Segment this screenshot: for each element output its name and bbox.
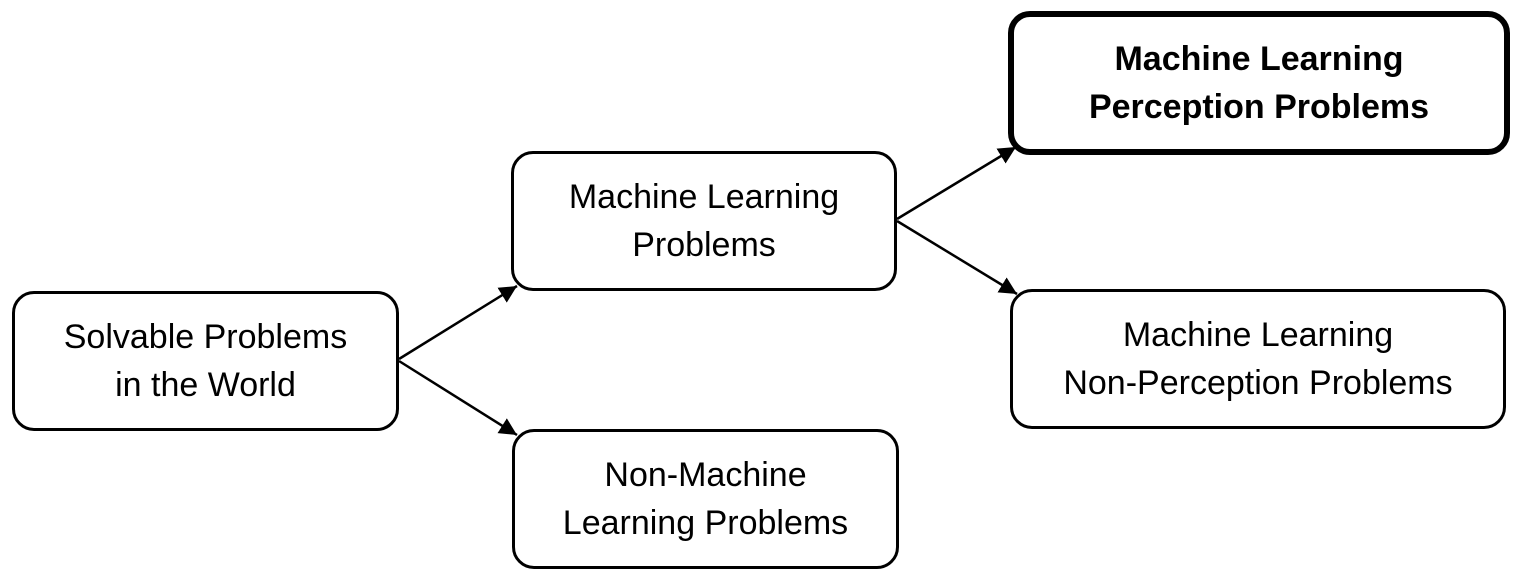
node-nonml-line-2: Learning Problems xyxy=(562,504,849,542)
edge-solvable-to-ml xyxy=(398,284,518,361)
node-solvable-line-2: in the World xyxy=(115,366,296,404)
edge-solvable-to-nonml xyxy=(398,359,518,437)
node-ml-line-1: Machine Learning xyxy=(568,178,840,216)
node-ml-perception-problems: Machine Learning Perception Problems xyxy=(1008,11,1510,155)
node-solvable-problems: Solvable Problems in the World xyxy=(12,291,399,431)
edge-ml-to-nonperception xyxy=(896,219,1018,296)
node-machine-learning-problems: Machine Learning Problems xyxy=(511,151,897,291)
node-nonperception-line-2: Non-Perception Problems xyxy=(1063,364,1453,402)
node-perception-line-1: Machine Learning xyxy=(1114,40,1404,78)
node-nonml-line-1: Non-Machine xyxy=(604,456,807,494)
node-nonperception-line-1: Machine Learning xyxy=(1122,316,1394,354)
node-perception-line-2: Perception Problems xyxy=(1088,88,1430,126)
node-ml-line-2: Problems xyxy=(632,226,776,264)
node-non-machine-learning-problems: Non-Machine Learning Problems xyxy=(512,429,899,569)
node-solvable-line-1: Solvable Problems xyxy=(63,318,348,356)
node-ml-non-perception-problems: Machine Learning Non-Perception Problems xyxy=(1010,289,1506,429)
edge-ml-to-perception xyxy=(896,145,1017,221)
